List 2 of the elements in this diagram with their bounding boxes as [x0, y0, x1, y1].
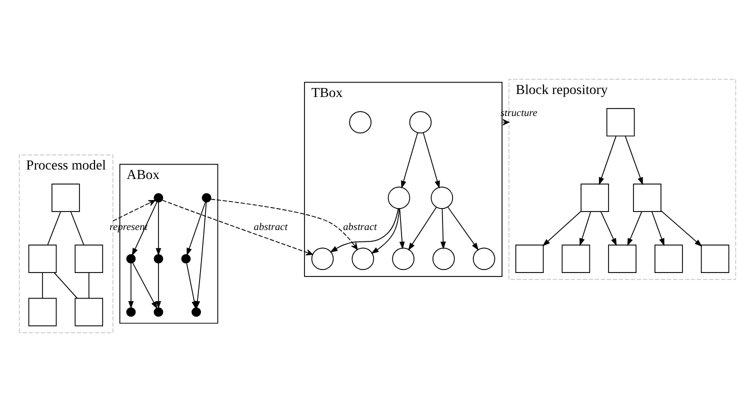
edge-label: abstract: [254, 222, 288, 234]
edge-label: abstract: [343, 222, 377, 234]
